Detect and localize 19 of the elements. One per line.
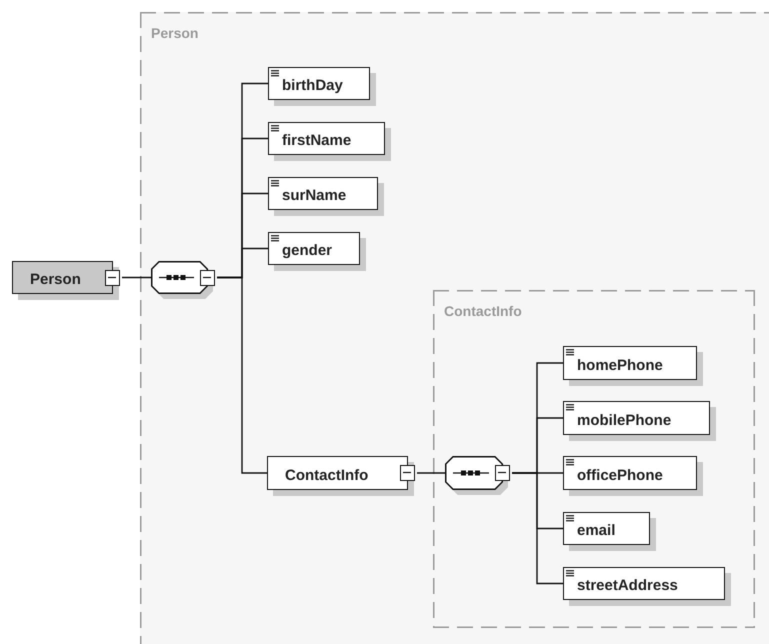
element-name: email — [576, 522, 616, 539]
type-group-panel — [140, 12, 769, 644]
group-heading: Person — [151, 25, 198, 41]
connector-line — [417, 472, 445, 474]
element-name: officePhone — [576, 466, 663, 484]
connector-line — [217, 276, 267, 474]
element-name: ContactInfo — [284, 466, 368, 484]
connector-line — [122, 276, 151, 278]
element-name: Person — [29, 271, 81, 288]
element-name: surName — [281, 187, 346, 204]
element-name: firstName — [281, 132, 352, 149]
connector-line — [512, 472, 563, 584]
element-name: mobilePhone — [576, 412, 672, 428]
group-heading: ContactInfo — [444, 303, 522, 319]
type-group-panel — [433, 290, 755, 628]
element-name: homePhone — [576, 356, 663, 374]
element-name: birthDay — [281, 77, 343, 94]
element-name: gender — [281, 242, 332, 259]
element-name: streetAddress — [576, 577, 678, 594]
